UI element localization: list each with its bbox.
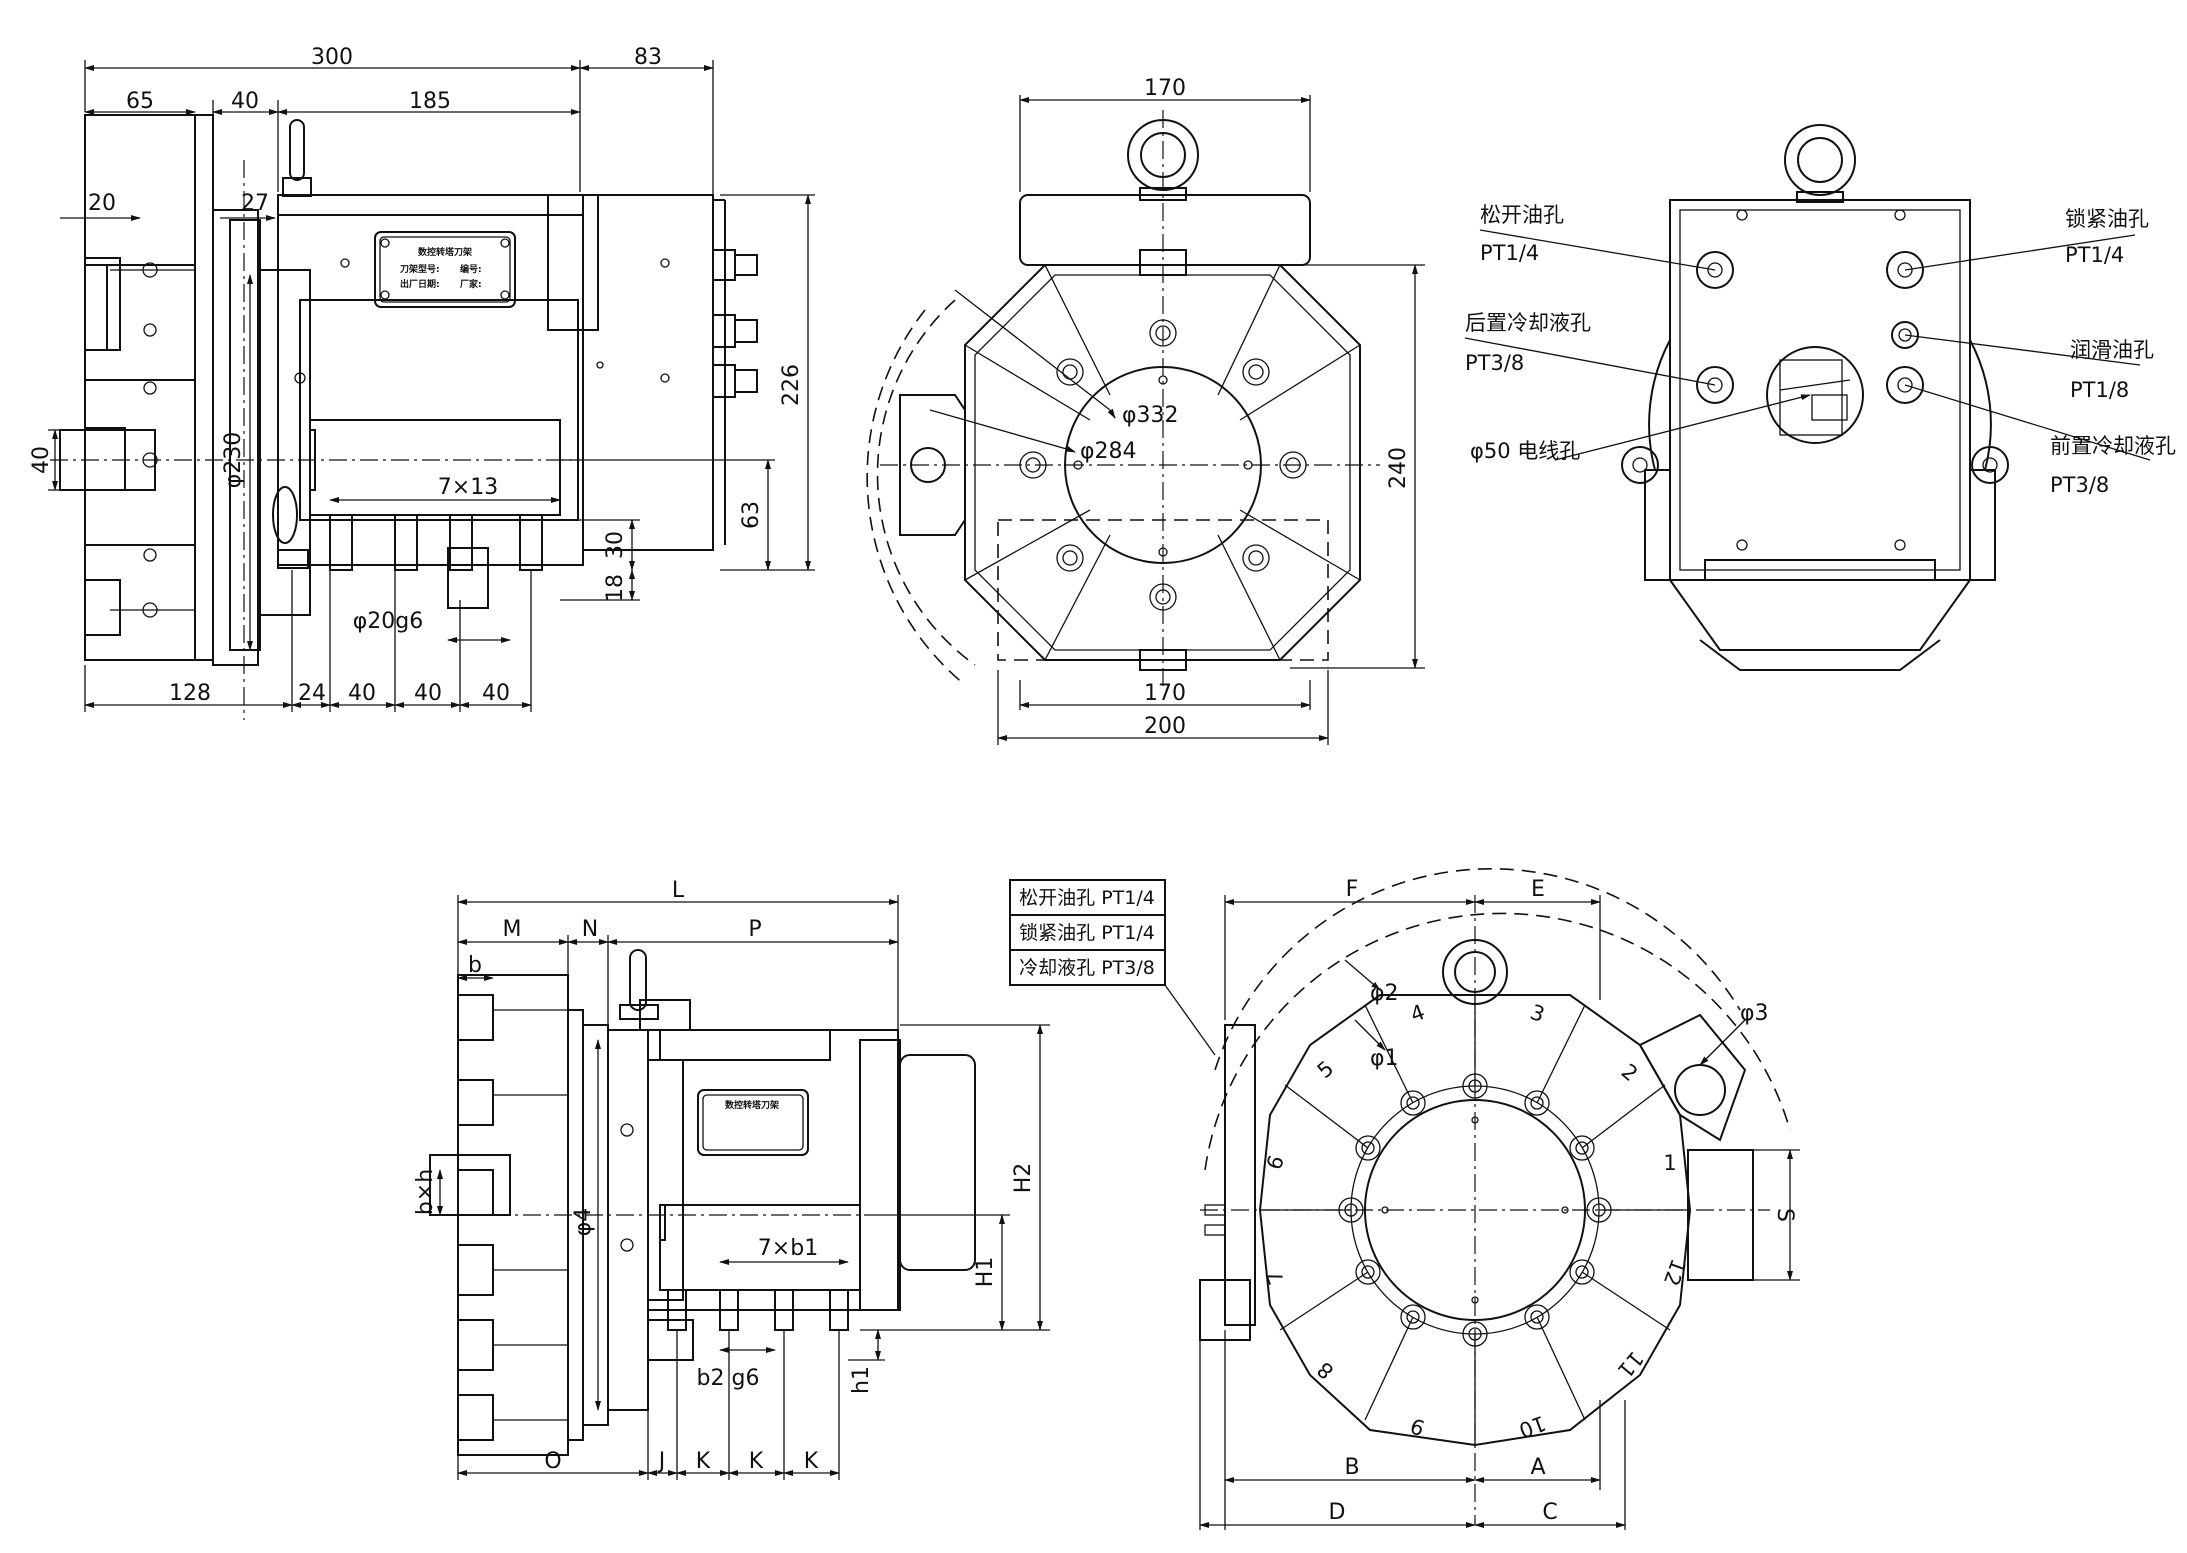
dim-phi2: φ2 [1370,981,1399,1006]
front-view-bottom: 松开油孔 PT1/4 锁紧油孔 PT1/4 冷却液孔 PT3/8 [1009,867,1800,1530]
dim-30: 30 [603,531,628,559]
station-9: 9 [1407,1413,1428,1440]
nameplate-title: 数控转塔刀架 [418,246,472,258]
dim-128: 128 [169,681,211,706]
rear-view-top: 松开油孔 PT1/4 锁紧油孔 PT1/4 后置冷却液孔 PT3/8 润滑油孔 … [1464,124,2176,671]
dim-40-left: 40 [29,446,54,474]
station-3: 3 [1527,1000,1548,1027]
dim-20: 20 [88,191,116,216]
dim-E: E [1531,877,1545,902]
dim-63: 63 [739,501,764,529]
nameplate-row2b: 厂家: [460,278,482,290]
dim-K-1: K [696,1449,711,1474]
station-12: 12 [1659,1256,1691,1289]
label-loosen-oil-hole: 松开油孔 [1480,203,1564,227]
label-front-coolant-hole: 前置冷却液孔 [2050,434,2176,458]
dim-18: 18 [603,574,628,602]
dim-b2g6: b2 g6 [697,1366,760,1391]
legend-loosen: 松开油孔 PT1/4 [1019,887,1155,909]
dim-M: M [503,917,522,942]
dim-H1: H1 [973,1257,998,1288]
dim-L: L [672,878,685,903]
dim-40-top: 40 [231,89,259,114]
dim-phi4: φ4 [571,1208,596,1237]
dim-phi3: φ3 [1740,1001,1769,1026]
dim-J: J [657,1449,666,1474]
nameplate-row1b: 编号: [460,263,482,275]
dim-phi1: φ1 [1370,1046,1399,1071]
dim-7xb1: 7×b1 [758,1236,818,1261]
nameplate-row1a: 刀架型号: [400,263,440,275]
dim-h1: h1 [849,1366,874,1394]
label-lock-oil-hole: 锁紧油孔 [2065,207,2149,231]
dim-65: 65 [126,89,154,114]
label-lock-pt: PT1/4 [2065,243,2124,267]
label-front-coolant-pt: PT3/8 [2050,473,2109,497]
dim-phi20g6: φ20g6 [353,609,423,634]
nameplate-row2a: 出厂日期: [400,278,440,290]
station-2: 2 [1617,1059,1643,1086]
dim-83: 83 [634,45,662,70]
dim-phi284: φ284 [1080,439,1137,464]
dim-40-c: 40 [482,681,510,706]
dim-7x13: 7×13 [438,475,498,500]
label-loosen-pt: PT1/4 [1480,241,1539,265]
label-rear-coolant-pt: PT3/8 [1465,351,1524,375]
legend-coolant: 冷却液孔 PT3/8 [1019,957,1155,979]
dim-S: S [1772,1208,1797,1222]
dim-200: 200 [1144,714,1186,739]
label-lube-pt: PT1/8 [2070,378,2129,402]
dim-A: A [1530,1455,1545,1480]
station-4: 4 [1407,1000,1428,1027]
dim-K-2: K [749,1449,764,1474]
legend-lock: 锁紧油孔 PT1/4 [1019,922,1155,944]
dim-phi230: φ230 [221,432,246,489]
station-11: 11 [1613,1347,1649,1383]
station-1: 1 [1663,1151,1676,1175]
dim-bxh: b×h [413,1169,438,1215]
dim-27: 27 [241,191,269,216]
dim-b: b [468,953,482,978]
dim-24: 24 [298,681,326,706]
dim-226: 226 [779,364,804,406]
side-view-bottom: 数控转塔刀架 L M N P b b×h φ4 7×b1 H2 H1 b2 g6… [413,878,1050,1480]
dim-O: O [544,1449,561,1474]
dim-N: N [582,917,598,942]
dim-40-b: 40 [414,681,442,706]
dim-170-top: 170 [1144,76,1186,101]
dim-40-a: 40 [348,681,376,706]
dim-C: C [1542,1500,1557,1525]
dim-B: B [1344,1455,1359,1480]
side-view-top: 数控转塔刀架 刀架型号: 编号: 出厂日期: 厂家: 300 83 65 40 … [29,45,815,720]
station-6: 6 [1262,1152,1289,1173]
dim-F: F [1346,877,1359,902]
nameplate-title-bottom: 数控转塔刀架 [725,1099,779,1111]
dim-phi332: φ332 [1122,403,1179,428]
dim-185: 185 [409,89,451,114]
dim-300: 300 [311,45,353,70]
dim-H2: H2 [1011,1163,1036,1194]
label-rear-coolant-hole: 后置冷却液孔 [1465,311,1591,335]
station-5: 5 [1313,1056,1339,1083]
dim-170-bottom: 170 [1144,681,1186,706]
dim-240: 240 [1386,447,1411,489]
label-cable-hole: φ50 电线孔 [1470,439,1580,463]
dim-P: P [748,917,761,942]
front-view-top: 170 φ332 φ284 240 170 200 [866,76,1425,745]
dim-K-3: K [804,1449,819,1474]
label-lube-oil-hole: 润滑油孔 [2070,338,2154,362]
dim-D: D [1329,1500,1346,1525]
